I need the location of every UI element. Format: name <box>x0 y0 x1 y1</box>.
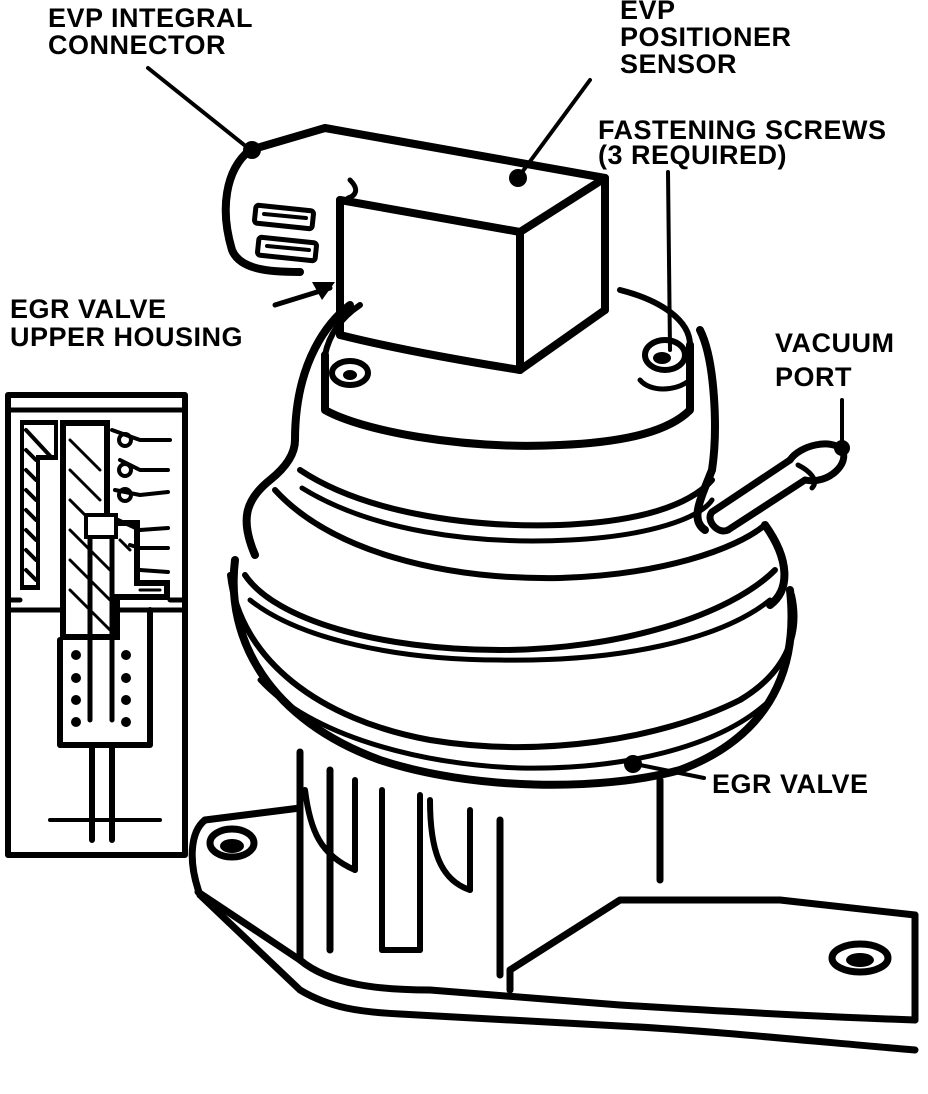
label-vacuum-port-line1: VACUUM <box>775 328 895 358</box>
callout-fastening-screws: FASTENING SCREWS (3 REQUIRED) <box>598 115 887 170</box>
connector-pin-upper <box>252 202 316 232</box>
flange-bolt-hole-right <box>828 940 892 976</box>
leader-lines <box>146 66 844 780</box>
label-evp-integral-connector-line1: EVP INTEGRAL <box>48 3 253 33</box>
fastening-screw-left <box>329 358 371 388</box>
label-evp-integral-connector-line2: CONNECTOR <box>48 30 226 60</box>
leader-dot-sensor <box>509 169 527 187</box>
label-evp-positioner-sensor-line2: POSITIONER <box>620 22 792 52</box>
label-fastening-screws-line2: (3 REQUIRED) <box>598 140 787 170</box>
leader-dot-egr-valve <box>624 755 642 773</box>
label-egr-upper-housing-line1: EGR VALVE <box>10 294 167 324</box>
vacuum-port <box>706 440 850 535</box>
callout-evp-integral-connector: EVP INTEGRAL CONNECTOR <box>48 3 253 60</box>
label-evp-positioner-sensor-line3: SENSOR <box>620 49 737 79</box>
mounting-flange <box>188 804 919 1054</box>
egr-upper-housing-cutaway <box>5 392 188 858</box>
callout-vacuum-port: VACUUM PORT <box>775 328 895 392</box>
flange-bolt-hole-left <box>206 825 258 861</box>
label-egr-valve: EGR VALVE <box>712 769 869 799</box>
label-vacuum-port-line2: PORT <box>775 362 852 392</box>
label-fastening-screws-line1: FASTENING SCREWS <box>598 115 887 145</box>
leader-dot-connector <box>243 141 261 159</box>
evp-positioner-sensor <box>221 124 609 374</box>
callout-egr-upper-housing: EGR VALVE UPPER HOUSING <box>10 294 243 352</box>
connector-pin-lower <box>255 234 319 264</box>
callout-egr-valve: EGR VALVE <box>712 769 869 799</box>
label-egr-upper-housing-line2: UPPER HOUSING <box>10 322 243 352</box>
fastening-screw-right <box>642 337 688 373</box>
diaphragm-housing <box>227 287 798 789</box>
label-evp-positioner-sensor-line1: EVP <box>620 0 676 25</box>
callout-evp-positioner-sensor: EVP POSITIONER SENSOR <box>620 0 792 79</box>
valve-pedestal <box>296 748 664 979</box>
